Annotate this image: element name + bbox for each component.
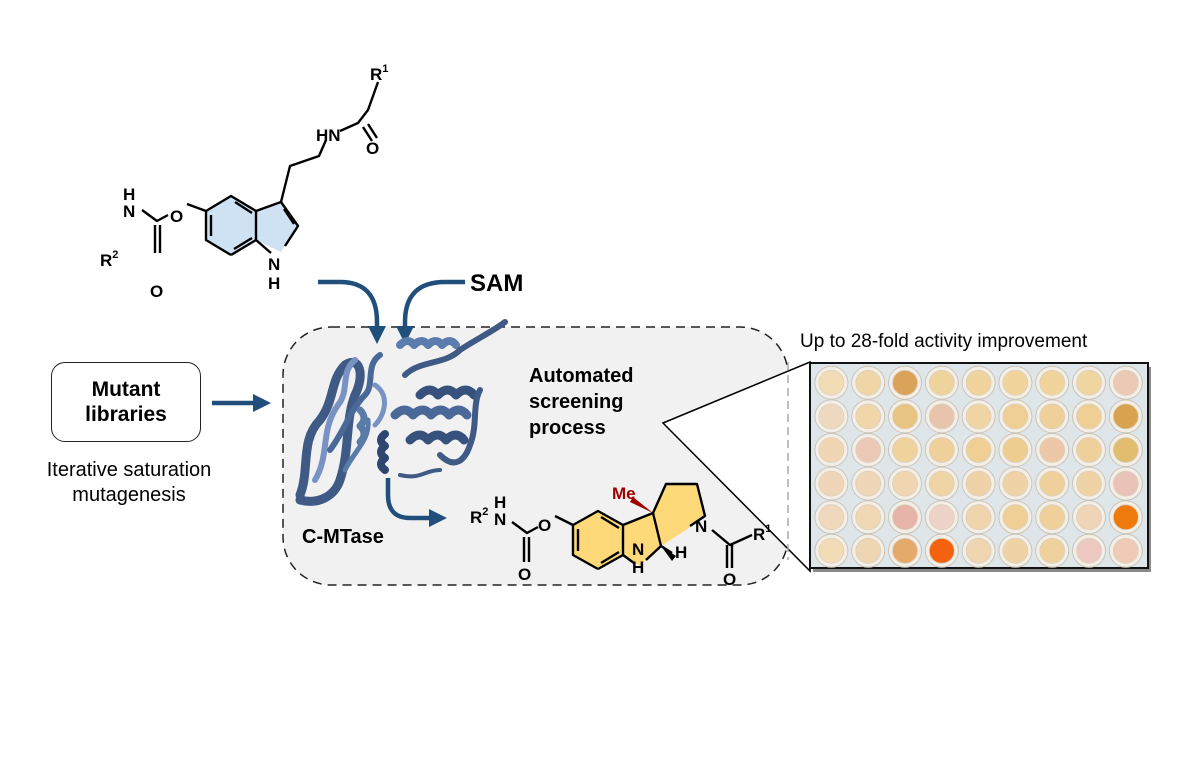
well	[965, 403, 992, 430]
well	[928, 470, 955, 497]
indole-benzene-highlight	[206, 196, 256, 255]
product-benzene-highlight	[573, 511, 623, 569]
indole-h: H	[268, 274, 280, 293]
methyl-label: Me	[612, 484, 636, 503]
product-carbamate-o: O	[518, 565, 531, 584]
protein-structure	[295, 319, 508, 506]
amide-nh: HN	[316, 126, 341, 145]
product-h-indoline: H	[632, 558, 644, 577]
well	[892, 437, 918, 463]
plate-caption: Up to 28-fold activity improvement	[800, 331, 1088, 352]
well	[892, 537, 918, 564]
well	[1112, 537, 1139, 564]
well	[1002, 437, 1029, 463]
well	[818, 470, 845, 497]
well	[1076, 437, 1102, 463]
well	[1039, 504, 1066, 531]
well	[928, 504, 955, 531]
well	[1039, 537, 1066, 564]
well	[855, 369, 882, 396]
well	[965, 470, 992, 497]
well	[892, 470, 918, 497]
well	[1112, 504, 1139, 531]
product-n-indoline: N	[632, 540, 644, 559]
sam-arrow	[396, 279, 465, 344]
r2-label: R2	[100, 249, 118, 270]
enzyme-label: C-MTase	[302, 526, 384, 548]
amide-o: O	[366, 139, 379, 158]
well	[855, 437, 882, 463]
product-ring3-highlight	[653, 484, 705, 546]
carbamate-o: O	[150, 282, 163, 301]
well	[1112, 437, 1139, 463]
well	[818, 403, 845, 430]
well	[1039, 369, 1066, 396]
well	[892, 403, 918, 430]
well	[855, 470, 882, 497]
well	[965, 504, 992, 531]
well	[892, 504, 918, 531]
well	[818, 504, 845, 531]
well	[928, 437, 955, 463]
product-amide-o: O	[723, 570, 736, 589]
well	[818, 537, 845, 564]
product-arrow	[385, 478, 447, 527]
well	[855, 537, 882, 564]
well	[855, 504, 882, 531]
well	[1076, 537, 1102, 564]
well	[1112, 369, 1139, 396]
product-r2-label: R2	[470, 506, 488, 527]
product-carbamate-h: H	[494, 493, 506, 512]
mutant-libraries-line1: Mutant	[91, 378, 161, 401]
h-wedge-bond	[661, 546, 676, 561]
well-grid	[814, 365, 1143, 568]
product-pyrrolidine-highlight	[623, 513, 661, 566]
me-wedge-bond	[630, 497, 653, 513]
well	[1076, 504, 1102, 531]
well	[1076, 369, 1102, 396]
well	[1002, 504, 1029, 531]
carbamate-h: H	[123, 185, 135, 204]
r1-label: R1	[370, 63, 388, 84]
well	[928, 403, 955, 430]
well	[1112, 470, 1139, 497]
well	[855, 403, 882, 430]
well	[1039, 437, 1066, 463]
well	[818, 437, 845, 463]
well	[1002, 403, 1029, 430]
well	[1002, 470, 1029, 497]
substrate-molecule: N H HN O R1 O N H O R2	[100, 63, 388, 301]
well	[928, 369, 955, 396]
well	[1112, 403, 1139, 430]
product-molecule: Me N N H H O R1 O N H O R2	[470, 482, 771, 589]
substrate-arrow	[318, 279, 386, 344]
well	[1076, 470, 1102, 497]
well	[892, 369, 918, 396]
product-h-stereo: H	[675, 543, 687, 562]
well	[1039, 470, 1066, 497]
product-n-pyrrolidine: N	[695, 517, 707, 536]
well	[965, 369, 992, 396]
product-carbamate-n: N	[494, 510, 506, 529]
well	[965, 537, 992, 564]
mutant-libraries-line2: libraries	[85, 403, 167, 426]
well	[1039, 403, 1066, 430]
well	[928, 537, 955, 564]
screening-plate-photo	[809, 362, 1151, 572]
product-r1-label: R1	[753, 523, 771, 544]
sam-label: SAM	[470, 270, 524, 297]
well	[965, 437, 992, 463]
well	[1076, 403, 1102, 430]
well	[818, 369, 845, 396]
product-ether-o: O	[538, 516, 551, 535]
carbamate-n: N	[123, 202, 135, 221]
well	[1002, 537, 1029, 564]
well	[1002, 369, 1029, 396]
ether-o: O	[170, 207, 183, 226]
indole-n: N	[268, 255, 280, 274]
